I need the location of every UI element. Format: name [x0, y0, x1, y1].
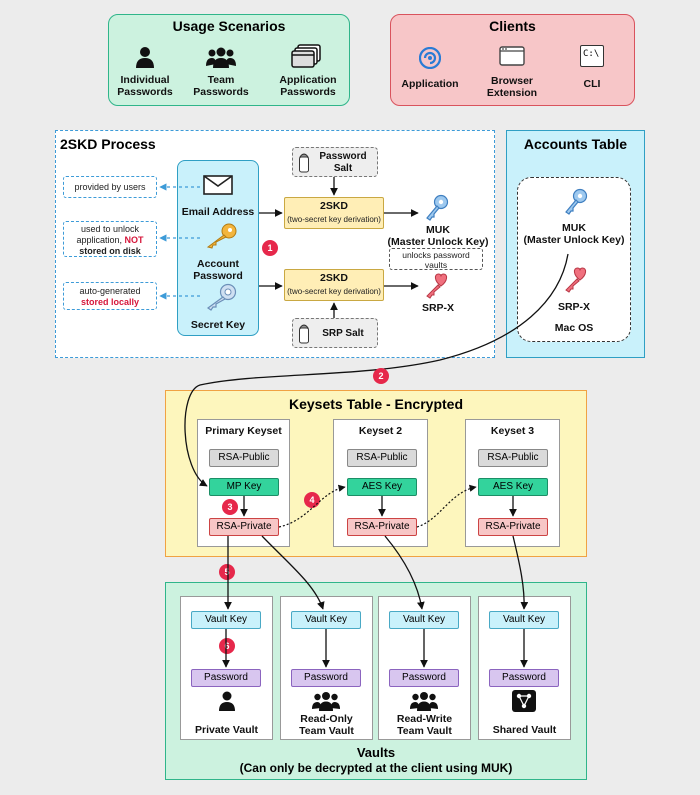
note-unlock-line1: used to unlock [80, 224, 140, 234]
application-windows-icon [291, 44, 321, 68]
srpx-key-icon-accounts [565, 267, 587, 293]
note-unlock-line2: application, [76, 235, 125, 245]
note-auto-line2: stored locally [80, 297, 140, 307]
muk-output-label: MUK (Master Unlock Key) [387, 224, 489, 248]
envelope-icon [203, 175, 233, 195]
email-address-label: Email Address [181, 206, 255, 218]
application-logo-icon [419, 47, 441, 69]
keyset-name-3: Keyset 3 [490, 425, 535, 437]
rsa-public-primary: RSA-Public [209, 449, 279, 467]
skd-box-srp-title: 2SKD [319, 272, 348, 284]
silver-key-icon [206, 283, 237, 311]
note-auto-generated: auto-generated stored locally [63, 282, 157, 310]
account-password-label: Account Password [193, 258, 243, 282]
rsa-private-3: RSA-Private [478, 518, 548, 536]
accounts-muk-label: MUK (Master Unlock Key) [523, 222, 625, 246]
skd-box-muk-title: 2SKD [319, 200, 348, 212]
password-salt-label: Password Salt [319, 151, 367, 174]
skd-box-srp-sub: (two-secret key derivation) [287, 287, 381, 296]
note-used-to-unlock: used to unlock application, NOT stored o… [63, 221, 157, 257]
rsa-private-primary: RSA-Private [209, 518, 279, 536]
rsa-public-3: RSA-Public [478, 449, 548, 467]
vault-name-shared: Shared Vault [492, 724, 557, 736]
client-item-cli: CLI [583, 78, 601, 90]
person-icon-private-vault [219, 691, 235, 711]
client-item-browser-extension: Browser Extension [486, 75, 538, 99]
badge-5: 5 [219, 564, 235, 580]
keyset-name-2: Keyset 2 [358, 425, 403, 437]
badge-2: 2 [373, 368, 389, 384]
note-auto-line1: auto-generated [79, 286, 141, 296]
srpx-output-label: SRP-X [421, 302, 455, 314]
rsa-public-2: RSA-Public [347, 449, 417, 467]
secret-key-label: Secret Key [190, 319, 246, 331]
aes-key-2: AES Key [347, 478, 417, 496]
clients-title: Clients [489, 18, 536, 34]
skd-box-muk [284, 197, 384, 229]
shared-network-icon [512, 690, 536, 712]
muk-key-icon-accounts [565, 188, 588, 215]
vaults-title: Vaults [356, 745, 396, 760]
password-read-only: Password [291, 669, 361, 687]
accounts-table-title: Accounts Table [523, 136, 628, 152]
salt-shaker-icon-2 [299, 324, 309, 344]
browser-extension-icon [499, 46, 525, 66]
cli-glyph: C:\ [583, 49, 600, 59]
vault-key-read-write: Vault Key [389, 611, 459, 629]
srp-salt-label: SRP Salt [322, 328, 364, 339]
unlocks-vaults-note: unlocks password vaults [389, 248, 483, 270]
note-unlock-not: NOT [124, 235, 144, 245]
keyset-name-primary: Primary Keyset [205, 425, 282, 437]
usage-item-team: Team Passwords [193, 74, 249, 98]
badge-4: 4 [304, 492, 320, 508]
keysets-table-title: Keysets Table - Encrypted [288, 396, 464, 412]
skd-box-muk-sub: (two-secret key derivation) [287, 215, 381, 224]
mac-os-label: Mac OS [554, 322, 594, 334]
vault-name-read-write: Read-Write Team Vault [396, 713, 453, 737]
vault-name-read-only: Read-Only Team Vault [299, 713, 354, 737]
srpx-key-icon [426, 273, 448, 299]
gold-key-icon [206, 223, 237, 249]
client-item-application: Application [401, 78, 459, 90]
accounts-srpx-label: SRP-X [557, 301, 591, 313]
salt-shaker-icon [299, 153, 309, 173]
muk-key-icon [426, 194, 449, 221]
vault-name-private: Private Vault [194, 724, 259, 736]
mp-key-primary: MP Key [209, 478, 279, 496]
team-icon-read-only-vault [312, 692, 340, 711]
team-icon-read-write-vault [410, 692, 438, 711]
vaults-subtitle: (Can only be decrypted at the client usi… [239, 761, 513, 775]
vault-key-private: Vault Key [191, 611, 261, 629]
usage-item-application: Application Passwords [279, 74, 337, 98]
note-unlock-line3: stored on disk [79, 246, 141, 256]
person-icon [136, 47, 154, 68]
badge-6: 6 [219, 638, 235, 654]
process-title: 2SKD Process [60, 136, 156, 152]
team-icon [206, 47, 236, 68]
badge-3: 3 [222, 499, 238, 515]
usage-scenarios-title: Usage Scenarios [172, 18, 286, 34]
aes-key-3: AES Key [478, 478, 548, 496]
cli-terminal-icon: C:\ [580, 45, 604, 67]
vault-key-shared: Vault Key [489, 611, 559, 629]
password-shared: Password [489, 669, 559, 687]
usage-item-individual: Individual Passwords [117, 74, 173, 98]
rsa-private-2: RSA-Private [347, 518, 417, 536]
password-private: Password [191, 669, 261, 687]
note-provided-by-users: provided by users [63, 176, 157, 198]
vault-key-read-only: Vault Key [291, 611, 361, 629]
password-read-write: Password [389, 669, 459, 687]
badge-1: 1 [262, 240, 278, 256]
